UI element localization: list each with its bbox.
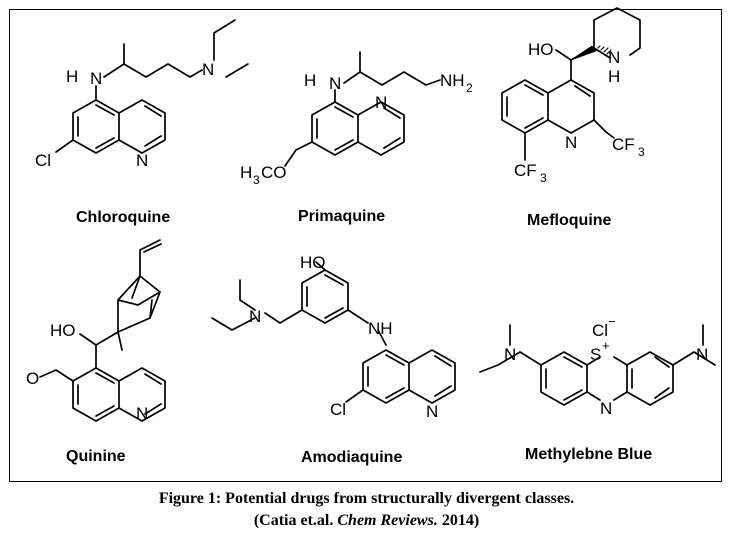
label-methylene-blue: Methylebne Blue bbox=[525, 446, 653, 463]
atom-label: + bbox=[602, 338, 610, 353]
atom-label: S bbox=[590, 345, 601, 364]
figure-caption-line2: (Catia et.al. Chem Reviews. 2014) bbox=[0, 512, 733, 530]
atom-label: H bbox=[240, 163, 252, 182]
atom-label: Cl bbox=[592, 321, 608, 340]
atom-label: N bbox=[608, 48, 620, 67]
atom-label: N bbox=[565, 133, 577, 152]
label-primaquine: Primaquine bbox=[298, 208, 386, 225]
atom-label: 3 bbox=[638, 145, 645, 159]
chloroquine-structure bbox=[55, 19, 249, 154]
atom-label: N bbox=[504, 345, 516, 364]
atom-label: H bbox=[608, 67, 620, 86]
primaquine-structure bbox=[284, 51, 441, 167]
atom-label: Cl bbox=[35, 151, 51, 170]
amodiaquine-structure bbox=[211, 261, 456, 404]
atom-label: O bbox=[26, 369, 39, 388]
caption-journal: Chem Reviews. bbox=[337, 512, 438, 529]
atom-label: CF bbox=[612, 135, 635, 154]
atom-label: CO bbox=[261, 163, 287, 182]
atom-label: 3 bbox=[540, 171, 547, 185]
atom-label: 3 bbox=[253, 173, 260, 187]
atom-label: − bbox=[608, 314, 616, 329]
figure-frame bbox=[9, 9, 722, 482]
atom-label: 2 bbox=[466, 81, 473, 95]
atom-label: N bbox=[136, 404, 148, 423]
atom-label: N bbox=[600, 399, 612, 418]
atom-label: H bbox=[304, 71, 316, 90]
figure-caption-line1: Figure 1: Potential drugs from structura… bbox=[158, 490, 575, 507]
atom-label: CF bbox=[514, 161, 537, 180]
atom-label: N bbox=[375, 93, 387, 112]
atom-label: N bbox=[696, 345, 708, 364]
atom-label: N bbox=[249, 307, 261, 326]
caption-year: 2014) bbox=[437, 512, 480, 529]
atom-label: N bbox=[136, 151, 148, 170]
atom-label: NH bbox=[368, 319, 393, 338]
label-quinine: Quinine bbox=[66, 448, 126, 465]
atom-label: N bbox=[202, 60, 214, 79]
atom-label: HO bbox=[528, 40, 554, 59]
methylene-blue-structure bbox=[479, 324, 716, 406]
atom-label: HO bbox=[300, 253, 326, 272]
atom-label: N bbox=[329, 74, 341, 93]
label-mefloquine: Mefloquine bbox=[527, 212, 612, 229]
atom-label: NH bbox=[440, 71, 465, 90]
atom-label: N bbox=[90, 69, 102, 88]
caption-authors: (Catia et.al. bbox=[253, 512, 338, 529]
atom-label: H bbox=[66, 67, 78, 86]
label-amodiaquine: Amodiaquine bbox=[301, 449, 403, 466]
quinine-structure bbox=[39, 239, 166, 422]
atom-label: Cl bbox=[330, 400, 346, 419]
atom-label: N bbox=[426, 402, 438, 421]
label-chloroquine: Chloroquine bbox=[76, 209, 171, 226]
atom-label: HO bbox=[50, 321, 76, 340]
